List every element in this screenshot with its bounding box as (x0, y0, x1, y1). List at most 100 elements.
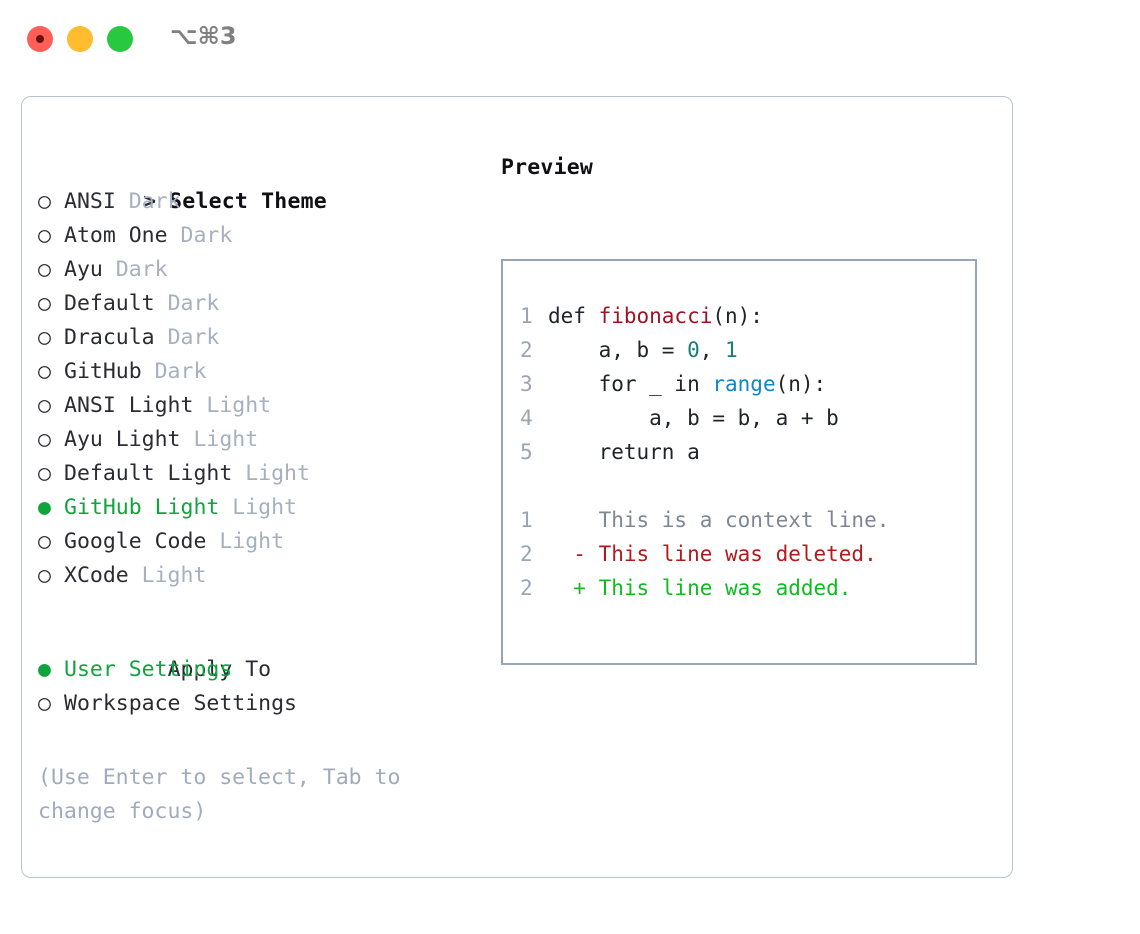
theme-variant-label: Light (219, 529, 285, 554)
theme-variant-label: Dark (128, 189, 181, 214)
code-line: 4 a, b = b, a + b (503, 401, 975, 435)
theme-variant-label: Light (232, 495, 298, 520)
code-token: return a (548, 440, 700, 464)
theme-picker-column: >Select Theme ○ANSI Dark○Atom One Dark○A… (38, 151, 468, 721)
line-number: 1 (520, 304, 533, 328)
theme-name-label: Default Light (64, 461, 246, 486)
diff-line: 2 + This line was added. (503, 571, 975, 605)
theme-name-label: Ayu (64, 257, 116, 282)
code-line: 1 def fibonacci(n): (503, 299, 975, 333)
theme-variant-label: Light (193, 427, 259, 452)
theme-list-item[interactable]: ○Ayu Light Light (38, 423, 468, 457)
code-token: fibonacci (598, 304, 713, 328)
theme-variant-label: Dark (167, 291, 220, 316)
radio-unselected-icon: ○ (38, 529, 51, 554)
radio-unselected-icon: ○ (38, 393, 51, 418)
theme-name-label: Dracula (64, 325, 168, 350)
code-token: for _ in (548, 372, 713, 396)
theme-list-item[interactable]: ○ GitHub Dark (38, 355, 468, 389)
theme-variant-label: Dark (115, 257, 168, 282)
apply-to-item[interactable]: ○Workspace Settings (38, 687, 468, 721)
radio-unselected-icon: ○ (38, 461, 51, 486)
radio-unselected-icon: ○ (38, 257, 51, 282)
theme-name-label: Default (64, 291, 168, 316)
apply-to-item-label: Workspace Settings (64, 691, 297, 716)
theme-list-item[interactable]: ○ XCode Light (38, 559, 468, 593)
code-token: range (712, 372, 776, 396)
preview-heading: Preview (501, 155, 594, 180)
line-number: 4 (520, 406, 533, 430)
radio-selected-icon: ● (38, 495, 51, 520)
diff-line: 1 This is a context line. (503, 503, 975, 537)
theme-list-item[interactable]: ● GitHub Light Light (38, 491, 468, 525)
theme-name-label: XCode (64, 563, 142, 588)
theme-name-label: GitHub Light (64, 495, 233, 520)
theme-list-item[interactable]: ○ ANSI Dark (38, 185, 468, 219)
radio-unselected-icon: ○ (38, 359, 51, 384)
theme-name-label: ANSI Light (64, 393, 207, 418)
diff-line-text: - This line was deleted. (548, 542, 877, 566)
theme-name-label: GitHub (64, 359, 155, 384)
apply-to-heading-label: Apply To (167, 657, 272, 682)
code-token: def (548, 304, 599, 328)
theme-name-label: Atom One (64, 223, 181, 248)
radio-unselected-icon: ○ (38, 291, 51, 316)
theme-list-item[interactable]: ○ Google Code Light (38, 525, 468, 559)
theme-name-label: Google Code (64, 529, 220, 554)
code-token: a, b = (548, 338, 688, 362)
theme-variant-label: Light (141, 563, 207, 588)
apply-to-item-label: User Settings (64, 657, 233, 682)
theme-picker-heading: >Select Theme (38, 151, 468, 214)
title-bar: ⌥⌘3 (0, 0, 1140, 78)
theme-variant-label: Dark (167, 325, 220, 350)
code-line: 3 for _ in range(n): (503, 367, 975, 401)
line-number: 2 (520, 542, 533, 566)
code-line: 5 return a (503, 435, 975, 469)
theme-list-item[interactable]: ○ Default Dark (38, 287, 468, 321)
theme-list-item[interactable]: ○ Ayu Dark (38, 253, 468, 287)
line-number: 3 (520, 372, 533, 396)
apply-to-list: ● User Settings ○Workspace Settings (38, 653, 468, 721)
theme-variant-label: Dark (154, 359, 207, 384)
selection-caret-icon: > (143, 189, 157, 214)
diff-block: 1 This is a context line.2 - This line w… (503, 503, 975, 605)
apply-to-heading: Apply To (38, 619, 468, 682)
radio-selected-icon: ● (38, 657, 51, 682)
theme-list: ○ ANSI Dark ○ Atom One Dark ○ Ayu Dark ○ Defaul… (38, 185, 468, 593)
theme-list-item[interactable]: ○ Atom One Dark (38, 219, 468, 253)
line-number: 1 (520, 508, 533, 532)
maximize-button[interactable] (107, 26, 133, 52)
diff-line-text: This is a context line. (548, 508, 890, 532)
diff-line: 2 - This line was deleted. (503, 537, 975, 571)
theme-list-item[interactable]: ○Default Light Light (38, 457, 468, 491)
keyboard-shortcut-label: ⌥⌘3 (170, 22, 237, 50)
line-number: 5 (520, 440, 533, 464)
radio-unselected-icon: ○ (38, 189, 51, 214)
radio-unselected-icon: ○ (38, 563, 51, 588)
code-diff-spacer (503, 469, 975, 503)
code-line: 2 a, b = 0, 1 (503, 333, 975, 367)
theme-variant-label: Dark (180, 223, 233, 248)
line-number: 2 (520, 338, 533, 362)
code-token: 0 (687, 338, 700, 362)
line-number: 2 (520, 576, 533, 600)
apply-to-item[interactable]: ● User Settings (38, 653, 468, 687)
theme-list-item[interactable]: ○ANSI Light Light (38, 389, 468, 423)
theme-name-label: ANSI (64, 189, 129, 214)
radio-unselected-icon: ○ (38, 325, 51, 350)
theme-name-label: Ayu Light (64, 427, 194, 452)
code-token: (n): (712, 304, 763, 328)
keyboard-hint: (Use Enter to select, Tab to change focu… (38, 765, 401, 824)
radio-unselected-icon: ○ (38, 223, 51, 248)
code-token: , (699, 338, 726, 362)
code-token: 1 (725, 338, 738, 362)
section-spacer (38, 593, 468, 619)
code-token: (n): (775, 372, 827, 396)
minimize-button[interactable] (67, 26, 93, 52)
theme-list-item[interactable]: ○ Dracula Dark (38, 321, 468, 355)
close-button[interactable] (27, 26, 53, 52)
